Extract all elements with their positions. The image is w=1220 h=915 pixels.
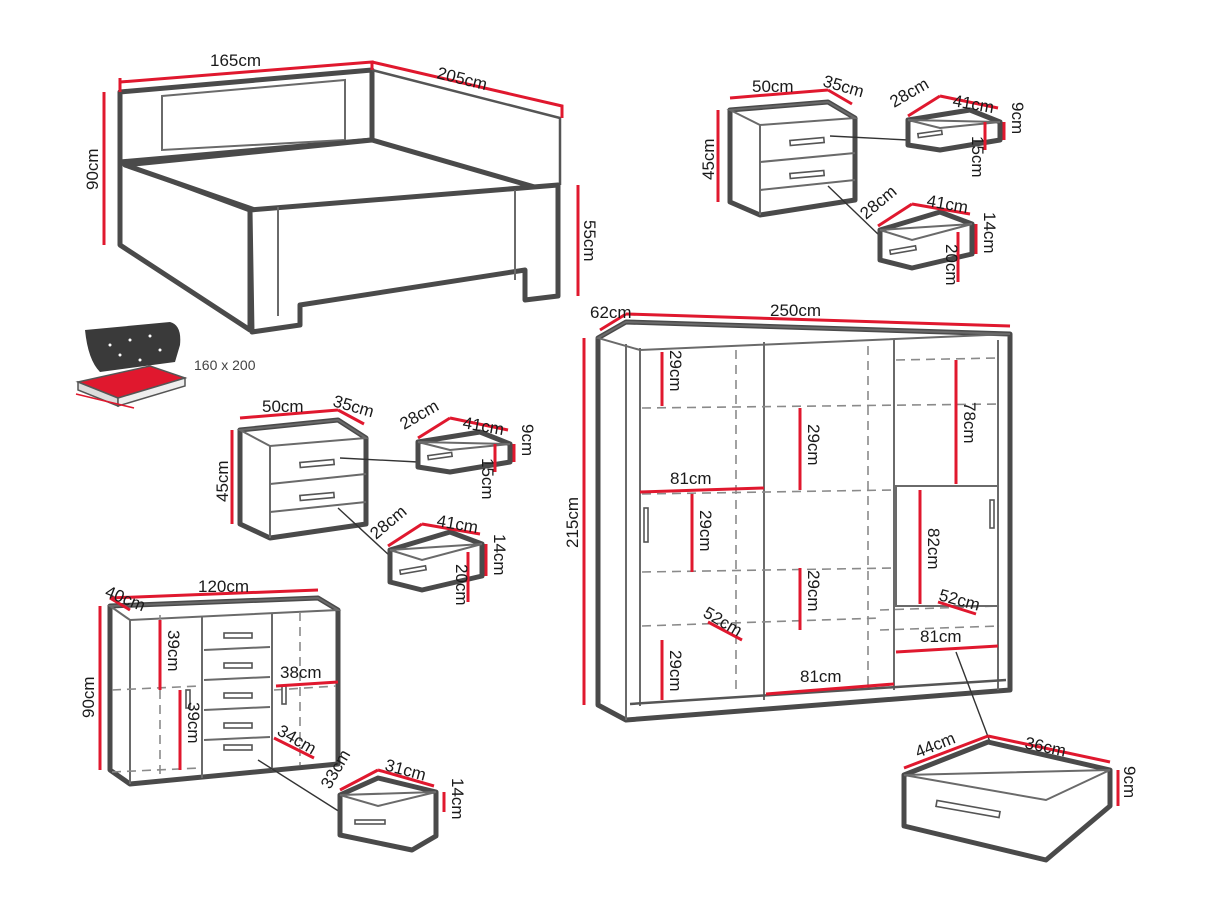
bed-head-height-label: 90cm <box>83 148 102 190</box>
ns-left-width: 50cm <box>262 397 304 416</box>
ns-top-dsmall-height: 9cm <box>1008 102 1027 134</box>
bed-foot-height-label: 55cm <box>580 220 599 262</box>
bed-length-label: 205cm <box>435 63 489 94</box>
bed-footboard <box>247 182 561 335</box>
dresser-drawer-h: 14cm <box>448 778 467 820</box>
ns-left-height: 45cm <box>213 460 232 502</box>
ns-left-dsmall-inner: 15cm <box>478 458 497 500</box>
ns-left-dsmall-height: 9cm <box>518 424 537 456</box>
wardrobe-width: 250cm <box>770 301 821 320</box>
wardrobe-drawer-h: 9cm <box>1120 766 1139 798</box>
dresser-width: 120cm <box>198 577 249 596</box>
wardrobe-right-bottom: 81cm <box>920 627 962 646</box>
nightstand-top: 50cm 35cm 45cm 28cm 41cm 9cm 15cm 28cm 4… <box>699 72 1027 286</box>
mattress-size-label: 160 x 200 <box>194 357 256 373</box>
bed: 165cm 205cm 90cm 55cm <box>83 51 599 335</box>
dresser-shelf-lower: 39cm <box>184 702 203 744</box>
wardrobe-left-shelf-low: 29cm <box>666 650 685 692</box>
dresser-shelf-upper: 39cm <box>164 630 183 672</box>
dresser-height: 90cm <box>79 676 98 718</box>
dresser-drawer-handles <box>185 632 287 751</box>
nightstand-left: 50cm 35cm 45cm 28cm 41cm 9cm 15cm 28cm 4… <box>213 392 537 606</box>
ns-left-dlarge-inner: 20cm <box>452 564 471 606</box>
wardrobe-left-shelf-mid: 29cm <box>696 510 715 552</box>
mattress-icon: 160 x 200 <box>75 322 256 409</box>
ns-top-height: 45cm <box>699 138 718 180</box>
wardrobe-mid-shelf-low: 29cm <box>804 570 823 612</box>
wardrobe-right-mid: 82cm <box>924 528 943 570</box>
ns-top-dlarge-inner: 20cm <box>942 244 961 286</box>
wardrobe-mid-bottom: 81cm <box>800 667 842 686</box>
wardrobe-mid-shelf-top: 29cm <box>804 424 823 466</box>
wardrobe: 62cm 250cm 215cm 29cm 81cm 29cm 52cm 29c… <box>563 301 1139 863</box>
ns-top-width: 50cm <box>752 77 794 96</box>
wardrobe-hidden-shelves <box>641 346 1001 690</box>
dresser-center-width: 38cm <box>280 663 322 682</box>
ns-top-depth: 35cm <box>821 72 866 102</box>
wardrobe-depth: 62cm <box>590 303 632 322</box>
wardrobe-left-shelf-top: 29cm <box>666 350 685 392</box>
bed-width-label: 165cm <box>210 51 261 70</box>
wardrobe-height: 215cm <box>563 497 582 548</box>
wardrobe-left-section: 81cm <box>670 469 712 488</box>
dresser: 40cm 120cm 90cm 39cm 39cm 38cm 34cm 33cm… <box>79 577 467 853</box>
wardrobe-right-top: 78cm <box>960 402 979 444</box>
ns-top-dlarge-height: 14cm <box>980 212 999 254</box>
ns-left-dlarge-height: 14cm <box>490 534 509 576</box>
ns-top-dsmall-inner: 15cm <box>968 136 987 178</box>
